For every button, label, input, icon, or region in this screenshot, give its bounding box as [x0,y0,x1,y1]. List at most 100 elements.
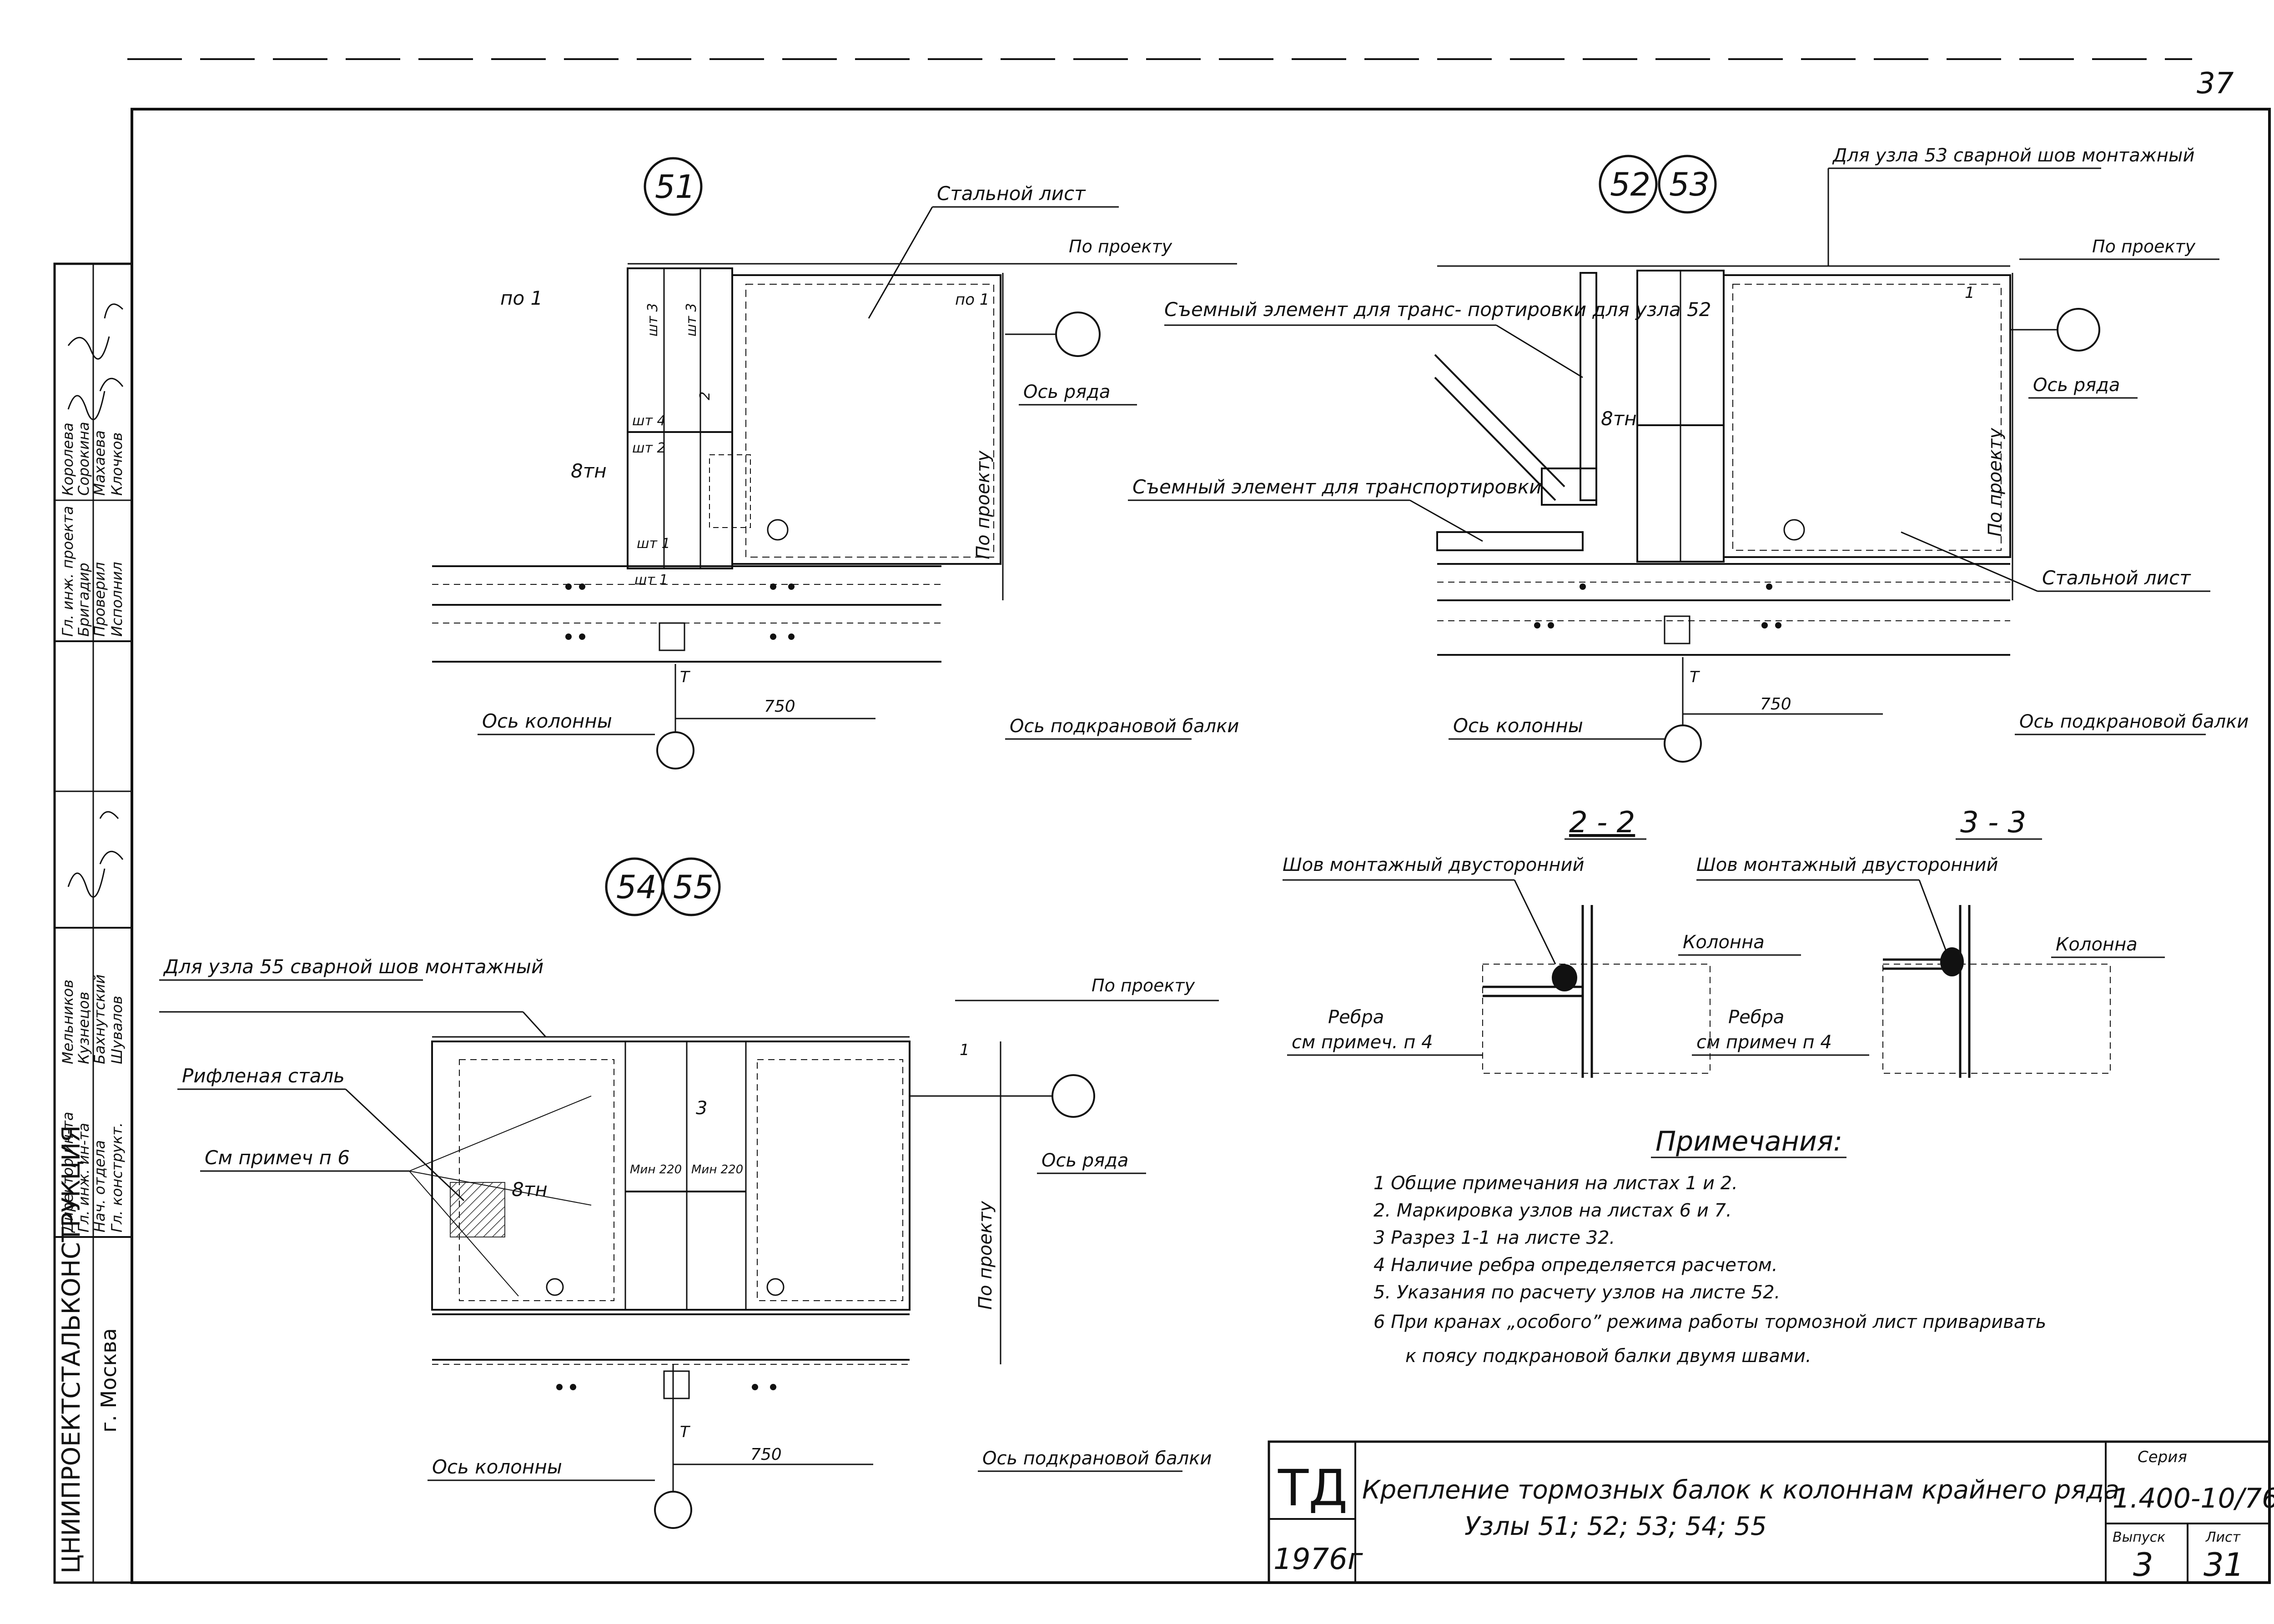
note-item: 1 Общие примечания на листах 1 и 2. [1373,1173,1738,1194]
section-mark: по 1 [500,287,543,309]
section-mark: 3 [696,1098,707,1119]
note-item: 2. Маркировка узлов на листах 6 и 7. [1373,1200,1732,1221]
stamp-signature [67,303,124,420]
notes-title: Примечания: [1655,1126,1842,1157]
dim-750: 750 [764,697,795,716]
tb-subtitle: Узлы 51; 52; 53; 54; 55 [1464,1512,1767,1541]
tb-sheet-label: Лист [2205,1529,2241,1545]
section-mark: 1 [1965,284,1975,302]
section-mark: Т [680,1423,690,1441]
section-title: 3 - 3 [1960,806,2026,840]
dim-by-project-top: По проекту [1069,236,1172,256]
weld-note-55: Для узла 55 сварной шов монтажный [163,955,543,978]
column-label: Колонна [2056,934,2138,955]
node-label: 54 [616,869,657,906]
dim-750: 750 [1760,695,1791,714]
stamp-signature [67,811,124,898]
stamp-role: Гл. конструкт. [108,1122,126,1232]
note-item: 5. Указания по расчету узлов на листе 52… [1373,1282,1780,1303]
callout-steel-sheet: Стальной лист [937,182,1086,205]
stamp-role: Гл. инж. проекта [59,506,76,637]
stamp-name: Сорокина [75,422,92,496]
node-label: 53 [1669,166,1710,203]
piece-mark: шт 3 [645,303,661,337]
tb-title: Крепление тормозных балок к колоннам кра… [1362,1475,2119,1505]
stamp-role: Гл. инж. ин-та [75,1123,92,1232]
stamp-city: г. Москва [96,1328,121,1433]
stamp-role: Директор ин-та [59,1112,76,1233]
stamp-name: Махаева [91,430,108,496]
crane-beam-axis-label: Ось подкрановой балки [2019,711,2249,732]
section-3-3: 3 - 3 Шов монтажный двусторонний Колонна… [1692,806,2165,1078]
title-block: ТД 1976г Крепление тормозных балок к кол… [1268,1440,2274,1584]
rib-label: Ребра [1328,1007,1384,1028]
callout-removable-52: Съемный элемент для транс- портировки дл… [1164,298,1711,321]
weld-label: Шов монтажный двусторонний [1283,855,1584,875]
notes-block: Примечания: 1 Общие примечания на листах… [1373,1126,2046,1367]
column-axis-label: Ось колонны [482,710,612,732]
stamp-name: Мельников [59,980,76,1064]
plate-thickness: 8тн [1601,407,1637,430]
plate-thickness: 8тн [512,1178,548,1201]
dim-by-project-side: По проекту [1985,427,2006,537]
plate-thickness: 8тн [571,460,607,482]
piece-mark: шт 1 [634,572,668,588]
stamp-org-name: ЦНИИПРОЕКТСТАЛЬКОНСТРУКЦИЯ [57,1126,86,1574]
tb-year: 1976г [1273,1543,1363,1576]
sheet-frame [131,108,2271,1584]
section-title: 2 - 2 [1569,806,1635,840]
row-axis-label: Ось ряда [1041,1150,1128,1171]
weld-note-53: Для узла 53 сварной шов монтажный [1832,145,2195,166]
dim-by-project-side: По проекту [973,450,994,559]
stamp-name: Королева [59,422,76,496]
row-axis-label: Ось ряда [1023,382,1110,402]
node-54-55: 54 55 Для узла 55 сварной шов монтажный … [159,857,1219,1529]
node-label: 52 [1610,166,1650,203]
tb-issue: 3 [2133,1546,2153,1584]
tb-series: 1.400-10/76 [2113,1483,2274,1514]
dim-by-project-top: По проекту [2092,236,2196,256]
min-220-left: Мин 220 [630,1163,682,1177]
td-mark: ТД [1278,1459,1348,1517]
node-52-53: 52 53 Для узла 53 сварной шов монтажный [1128,145,2249,763]
column-label: Колонна [1683,932,1765,953]
stamp-name: Клочков [108,432,126,496]
steel-sheet-label: Стальной лист [2042,567,2191,589]
section-mark: 2 [697,392,713,400]
tb-issue-label: Выпуск [2113,1529,2165,1545]
note-item: 3 Разрез 1-1 на листе 32. [1373,1227,1615,1248]
node-label: 55 [673,869,714,906]
note-item: к поясу подкрановой балки двумя швами. [1405,1346,1811,1367]
note-item: 4 Наличие ребра определяется расчетом. [1373,1255,1778,1276]
crane-beam-axis-label: Ось подкрановой балки [982,1448,1212,1469]
stamp-name: Бахнутский [91,974,108,1064]
row-axis-label: Ось ряда [2033,375,2120,396]
column-axis-label: Ось колонны [432,1456,562,1478]
stamp-role: Исполнил [108,562,126,637]
crane-beam-axis-label: Ось подкрановой балки [1010,716,1239,737]
section-mark: 1 [960,1041,970,1059]
callout-removable: Съемный элемент для транспортировки [1132,476,1542,498]
tb-series-label: Серия [2138,1448,2187,1466]
see-note-6: См примеч п 6 [205,1146,350,1169]
ribbed-steel-label: Рифленая сталь [182,1065,345,1087]
note-item: 6 При кранах „особого” режима работы тор… [1373,1312,2046,1332]
tb-sheet: 31 [2204,1546,2244,1584]
min-220-right: Мин 220 [691,1163,743,1177]
rib-label: Ребра [1728,1007,1784,1028]
stamp-name: Шувалов [108,996,126,1064]
stamp-role: Проверил [91,562,108,637]
approval-stamp: ЦНИИПРОЕКТСТАЛЬКОНСТРУКЦИЯ г. Москва Дир… [53,262,133,1584]
stamp-role: Нач. отдела [91,1140,108,1232]
node-51: 51 Стальной лист По проекту О [432,157,1239,769]
piece-mark: шт 4 [632,413,666,429]
dim-by-project-top: По проекту [1092,975,1195,996]
stamp-role: Бригадир [75,563,92,637]
piece-mark: шт 3 [684,303,699,337]
page-number: 37 [2197,67,2234,101]
rib-note: см примеч. п 4 [1292,1032,1433,1053]
dim-by-project-side: По проекту [975,1201,996,1310]
rib-note: см примеч п 4 [1696,1032,1832,1053]
column-axis-label: Ось колонны [1453,714,1583,737]
stamp-name: Кузнецов [75,992,92,1065]
